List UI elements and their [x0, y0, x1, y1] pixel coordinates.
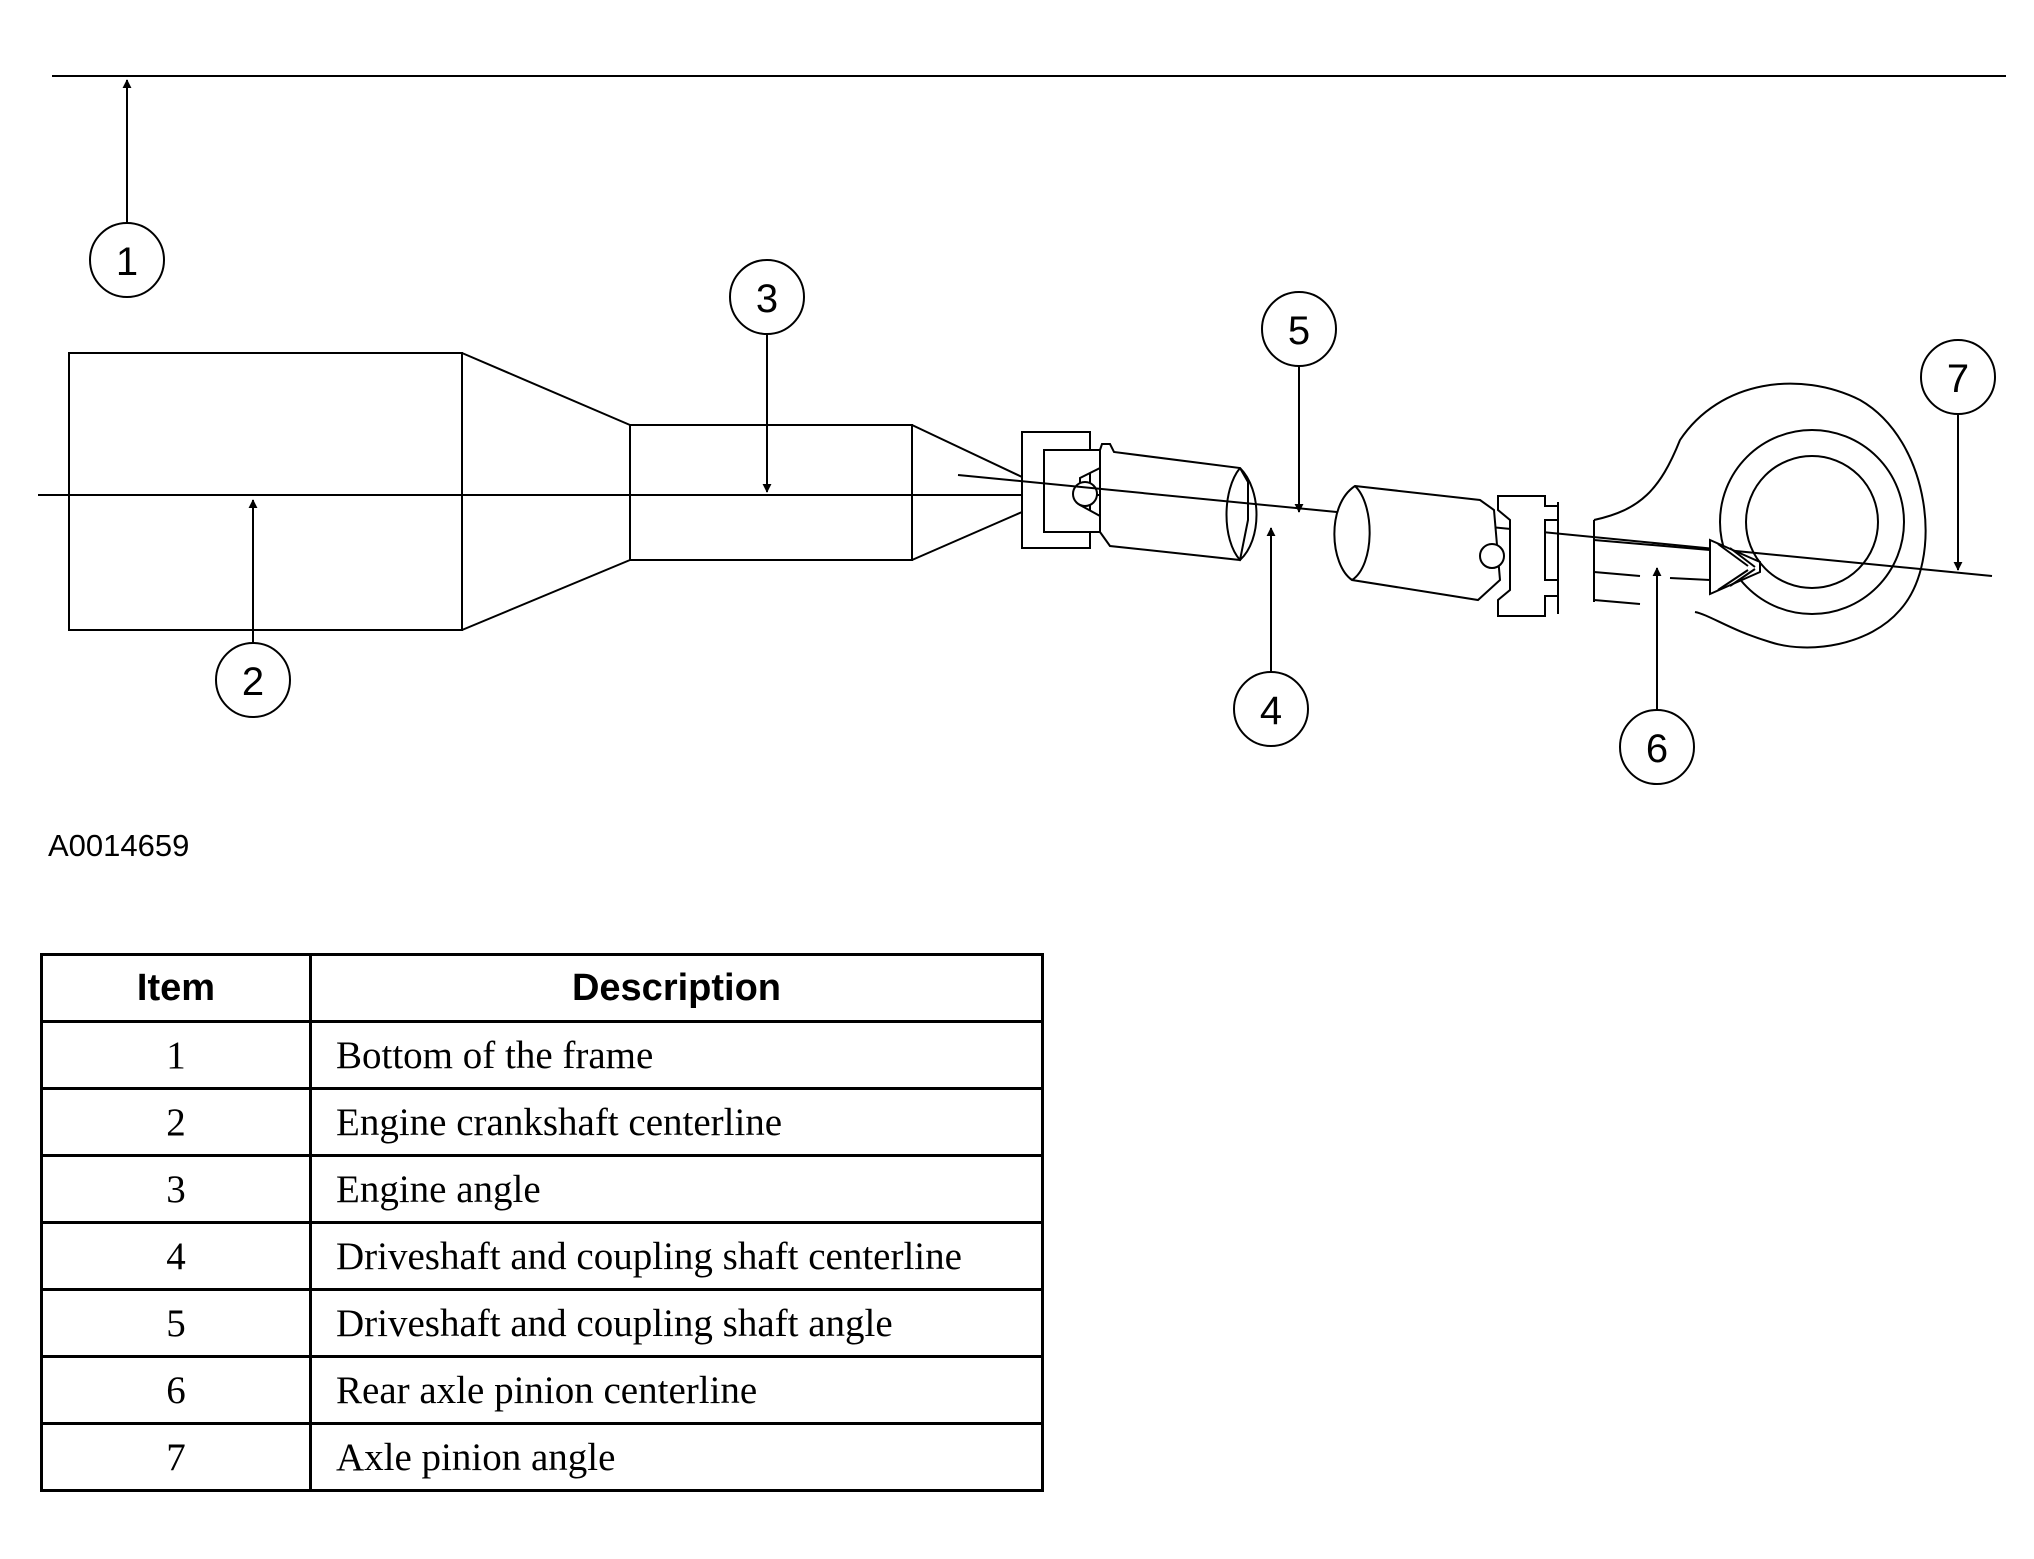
legend-item-description: Driveshaft and coupling shaft centerline — [309, 1221, 1044, 1291]
svg-text:4: 4 — [1260, 689, 1282, 733]
legend-row: 7 Axle pinion angle — [40, 1422, 1044, 1492]
legend-row: 5 Driveshaft and coupling shaft angle — [40, 1288, 1044, 1358]
front-universal-joint — [1021, 431, 1249, 562]
legend-item-number: 3 — [40, 1154, 312, 1224]
legend-header-description: Description — [309, 953, 1044, 1023]
legend-row: 4 Driveshaft and coupling shaft centerli… — [40, 1221, 1044, 1291]
callout-3: 3 — [729, 259, 805, 335]
extension-cone — [911, 424, 1023, 561]
callout-1: 1 — [89, 222, 165, 298]
rear-universal-joint — [1479, 495, 1559, 617]
callout-5: 5 — [1261, 291, 1337, 367]
legend-row: 3 Engine angle — [40, 1154, 1044, 1224]
legend-item-description: Engine crankshaft centerline — [309, 1087, 1044, 1157]
callout-7: 7 — [1920, 339, 1996, 415]
legend-item-number: 5 — [40, 1288, 312, 1358]
legend-row: 6 Rear axle pinion centerline — [40, 1355, 1044, 1425]
legend-item-number: 4 — [40, 1221, 312, 1291]
svg-text:7: 7 — [1947, 357, 1969, 401]
legend-item-number: 1 — [40, 1020, 312, 1090]
svg-text:3: 3 — [756, 277, 778, 321]
legend-table: Item Description 1 Bottom of the frame 2… — [40, 953, 1044, 1492]
legend-item-description: Rear axle pinion centerline — [309, 1355, 1044, 1425]
svg-text:1: 1 — [116, 240, 138, 284]
legend-item-description: Bottom of the frame — [309, 1020, 1044, 1090]
svg-text:5: 5 — [1288, 309, 1310, 353]
legend-row: 1 Bottom of the frame — [40, 1020, 1044, 1090]
driveshaft-front-tube-end — [1225, 467, 1258, 562]
legend-row: 2 Engine crankshaft centerline — [40, 1087, 1044, 1157]
legend-item-number: 2 — [40, 1087, 312, 1157]
transmission-taper — [461, 352, 631, 631]
engine-block — [68, 352, 463, 631]
legend-item-description: Axle pinion angle — [309, 1422, 1044, 1492]
legend-item-description: Engine angle — [309, 1154, 1044, 1224]
svg-text:6: 6 — [1646, 727, 1668, 771]
legend-header-row: Item Description — [40, 953, 1044, 1023]
svg-text:2: 2 — [242, 660, 264, 704]
legend-header-item: Item — [40, 953, 312, 1023]
rear-axle-housing — [1593, 382, 1927, 649]
figure-id: A0014659 — [48, 828, 190, 863]
callout-2: 2 — [215, 642, 291, 718]
callout-4: 4 — [1233, 671, 1309, 747]
callout-6: 6 — [1619, 709, 1695, 785]
driveshaft-rear-tube — [1333, 484, 1502, 602]
transmission-body — [629, 424, 913, 561]
legend-item-number: 6 — [40, 1355, 312, 1425]
legend-item-description: Driveshaft and coupling shaft angle — [309, 1288, 1044, 1358]
legend-item-number: 7 — [40, 1422, 312, 1492]
driveline-angle-diagram: 1 2 3 4 5 6 7 — [38, 75, 2006, 785]
